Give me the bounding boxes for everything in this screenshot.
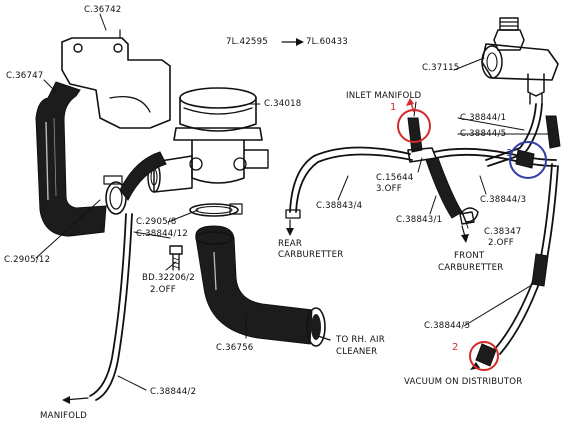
label-tee-qty: 3.OFF: [376, 184, 402, 194]
hose-connector-short: [119, 151, 167, 201]
label-pipe-5-bottom: C.38844/5: [424, 321, 470, 331]
label-inlet-manifold: INLET MANIFOLD: [346, 91, 422, 101]
label-front-carb-1: FRONT: [454, 251, 485, 261]
label-bolt-qty: 2.OFF: [150, 285, 176, 295]
label-manifold: MANIFOLD: [40, 411, 87, 421]
pipe-c38844-12: [89, 213, 133, 401]
label-hose-left: C.36747: [6, 71, 43, 81]
label-pipe-12: C.38844/12: [136, 229, 188, 239]
clamp-c2905-8: [189, 203, 243, 217]
label-pipe-3: C.38844/3: [480, 195, 526, 205]
sleeve-c38844-5-top: [545, 115, 561, 149]
label-sensor: C.37115: [422, 63, 459, 73]
mounting-bracket: [61, 29, 171, 129]
label-pipe-843-1: C.38843/1: [396, 215, 442, 225]
labels: C.36742 C.36747 C.34018 7L.42595 7L.6043…: [4, 5, 526, 421]
label-tee: C.15644: [376, 173, 413, 183]
leader-lines: [35, 13, 549, 404]
bolt-bd32206: [169, 245, 183, 271]
label-top-ref-new: 7L.60433: [306, 37, 348, 47]
label-pipe-4: C.38843/4: [316, 201, 362, 211]
clamp-c2905-12: [103, 175, 127, 215]
pipe-to-distributor: [475, 163, 559, 367]
label-clip-qty: 2.OFF: [488, 238, 514, 248]
clip-c38347: [461, 207, 479, 223]
label-vacuum: VACUUM ON DISTRIBUTOR: [404, 377, 522, 387]
label-front-carb-2: CARBURETTER: [438, 263, 503, 273]
marker-2-highlight: [469, 341, 499, 371]
label-clip: C.38347: [484, 227, 521, 237]
label-rear-carb-2: CARBURETTER: [278, 250, 343, 260]
label-elbow: C.36756: [216, 343, 253, 353]
label-air-cleaner-2: CLEANER: [336, 347, 377, 357]
label-pipe-1: C.38844/1: [460, 113, 506, 123]
label-rear-carb-1: REAR: [278, 239, 302, 249]
label-valve: C.34018: [264, 99, 301, 109]
marker-3-label: 3: [506, 148, 512, 159]
elbow-hose-c36756: [195, 225, 326, 347]
marker-1-label: 1: [390, 102, 396, 113]
label-clamp-12: C.2905/12: [4, 255, 50, 265]
label-bracket: C.36742: [84, 5, 121, 15]
label-clamp-8: C.2905/8: [136, 217, 177, 227]
pipe-c38843-4: [285, 146, 413, 219]
marker-1-highlight: [397, 98, 431, 143]
pipe-c38844-3: [433, 147, 557, 169]
label-pipe-2: C.38844/2: [150, 387, 196, 397]
marker-3-highlight: [509, 141, 547, 179]
label-top-ref: 7L.42595: [226, 37, 268, 47]
label-air-cleaner-1: TO RH. AIR: [335, 335, 385, 345]
hose-c36747: [35, 81, 107, 237]
label-pipe-5-top: C.38844/5: [460, 129, 506, 139]
marker-2-label: 2: [452, 342, 458, 353]
label-bolt: BD.32206/2: [142, 273, 195, 283]
sensor-c37115: [481, 17, 559, 105]
